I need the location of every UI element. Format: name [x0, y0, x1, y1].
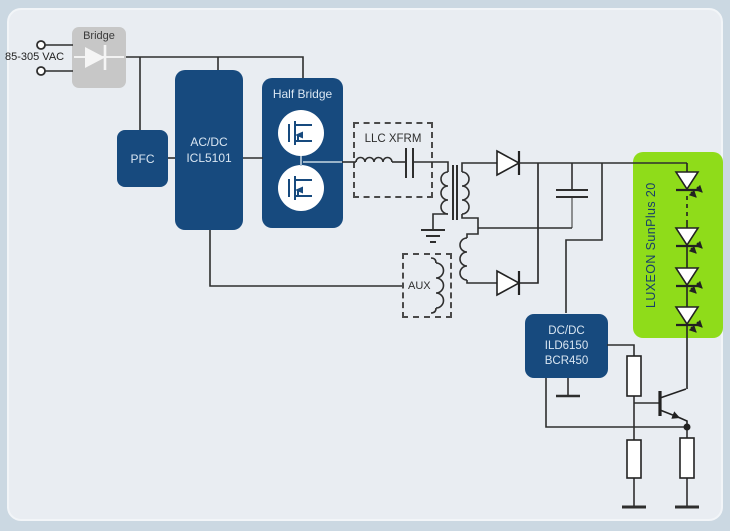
half-bridge-block: Half Bridge: [262, 78, 343, 228]
bridge-block-label: Bridge: [83, 30, 115, 42]
dcdc-block-label-line3: BCR450: [544, 354, 589, 367]
acdc-block-label-line1: AC/DC: [190, 135, 228, 149]
dcdc-block: DC/DC ILD6150 BCR450: [525, 314, 608, 378]
llc-xfrm-label: LLC XFRM: [364, 133, 422, 145]
dcdc-block-label-line2: ILD6150: [544, 339, 589, 352]
led-module-label: LUXEON SunPlus 20: [644, 182, 658, 308]
aux-box: AUX: [402, 253, 452, 318]
pfc-block: PFC: [117, 130, 168, 187]
aux-label: AUX: [408, 280, 431, 292]
half-bridge-block-label: Half Bridge: [272, 87, 333, 101]
led-module-block: LUXEON SunPlus 20: [633, 152, 723, 338]
acdc-block-label-line2: ICL5101: [186, 151, 232, 165]
pfc-block-label: PFC: [130, 151, 155, 166]
dcdc-block-label-line1: DC/DC: [548, 324, 585, 337]
llc-xfrm-box: LLC XFRM: [353, 122, 433, 198]
ac-input-label: 85-305 VAC: [5, 51, 65, 63]
bridge-block: Bridge: [72, 27, 126, 88]
acdc-block: AC/DC ICL5101: [175, 70, 243, 230]
